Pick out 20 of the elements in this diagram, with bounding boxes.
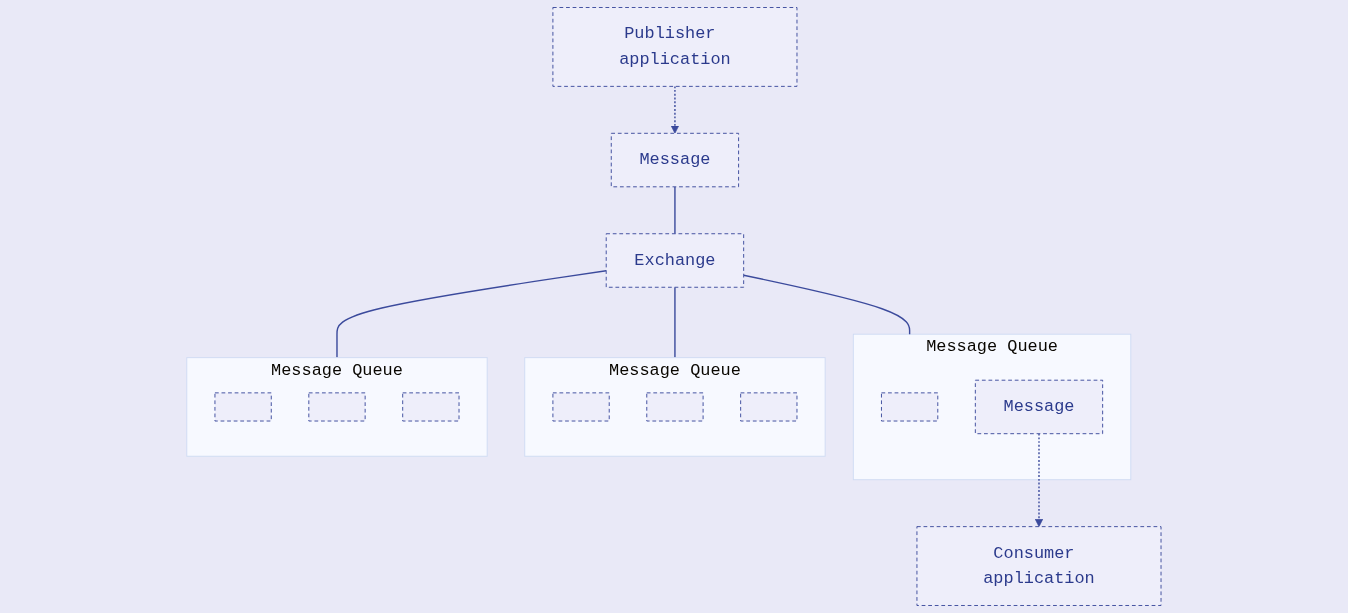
node-box bbox=[646, 392, 704, 422]
node-box bbox=[740, 392, 798, 422]
node-box: Publisher application bbox=[552, 7, 798, 87]
cluster: Message Queue bbox=[186, 357, 488, 457]
node-box: Message bbox=[610, 132, 740, 188]
node-box bbox=[552, 392, 610, 422]
cluster: Message Queue bbox=[524, 357, 826, 457]
node-box bbox=[881, 392, 939, 422]
node-box bbox=[214, 392, 272, 422]
connector bbox=[674, 186, 676, 235]
node-box: Exchange bbox=[605, 233, 745, 288]
node-box: Message bbox=[974, 379, 1104, 435]
connector bbox=[674, 286, 676, 359]
node-box: Consumer application bbox=[916, 526, 1162, 606]
node-box bbox=[402, 392, 460, 422]
connector bbox=[336, 270, 607, 359]
arrow bbox=[670, 85, 680, 134]
arrow bbox=[1034, 433, 1044, 527]
node-box bbox=[308, 392, 366, 422]
connector bbox=[743, 274, 911, 335]
